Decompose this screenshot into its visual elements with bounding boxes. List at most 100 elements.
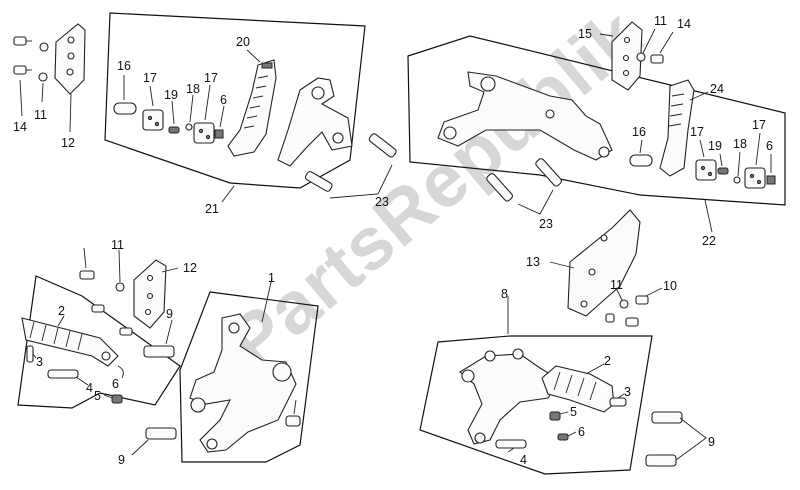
top-right-group bbox=[407, 21, 786, 233]
callout-17-top-right-b: 17 bbox=[752, 118, 766, 132]
callout-18-top-right: 18 bbox=[733, 137, 747, 151]
panel-1 bbox=[179, 291, 319, 463]
screw-14-top-left-b bbox=[13, 65, 32, 75]
clip-6-bottom-right bbox=[557, 431, 577, 441]
callout-9-bottom-left-b: 9 bbox=[118, 453, 125, 467]
screw-14-top-right bbox=[650, 31, 674, 64]
callout-16-top-left: 16 bbox=[117, 59, 131, 73]
bottom-right-group bbox=[419, 209, 707, 475]
callout-20: 20 bbox=[236, 35, 250, 49]
top-left-group bbox=[13, 12, 397, 203]
callout-15: 15 bbox=[578, 27, 592, 41]
bolt-23-passenger-b bbox=[535, 158, 562, 187]
callout-2-bottom-right: 2 bbox=[604, 354, 611, 368]
callout-21: 21 bbox=[205, 202, 219, 216]
pin-16-top-right bbox=[629, 139, 653, 167]
footpeg-2-bottom-right bbox=[541, 363, 615, 413]
bolt-9-bottom-left-b bbox=[131, 427, 177, 456]
callout-9-bottom-left-a: 9 bbox=[166, 307, 173, 321]
callout-17-top-left-a: 17 bbox=[143, 71, 157, 85]
screw-14-bottom-left bbox=[79, 247, 95, 280]
ball-18-top-left bbox=[185, 94, 194, 131]
callout-19-top-right: 19 bbox=[708, 139, 722, 153]
callout-12-top-left: 12 bbox=[61, 136, 75, 150]
footrest-bracket-passenger bbox=[437, 71, 613, 161]
bolt-23-rider-b bbox=[304, 171, 333, 192]
callout-11-top-right: 11 bbox=[654, 14, 667, 28]
pin-7-bottom-left bbox=[285, 399, 301, 427]
spring-5-bottom-left bbox=[103, 394, 123, 404]
callout-24: 24 bbox=[710, 82, 724, 96]
bottom-left-group bbox=[17, 247, 319, 463]
callout-5-bottom-right: 5 bbox=[570, 405, 577, 419]
callout-11-top-left: 11 bbox=[34, 108, 47, 122]
callout-2-bottom-left: 2 bbox=[58, 304, 65, 318]
washer-bottom-right bbox=[605, 313, 615, 323]
callout-11-bottom-right: 11 bbox=[610, 278, 623, 292]
callout-4-bottom-left: 4 bbox=[86, 381, 93, 395]
plate-17-top-left-b bbox=[193, 84, 215, 144]
bolt-23-rider-a bbox=[368, 133, 397, 158]
washer-11-bottom-right bbox=[619, 299, 629, 309]
spring-19-top-left bbox=[168, 100, 180, 134]
pin-4-bottom-left bbox=[47, 369, 89, 386]
bolt-23-passenger-a bbox=[486, 173, 513, 202]
callout-8: 8 bbox=[501, 287, 508, 301]
nut-6-top-left bbox=[214, 105, 225, 139]
panel-22 bbox=[407, 35, 786, 206]
callout-17-top-left-b: 17 bbox=[204, 71, 218, 85]
plate-17-top-left-a bbox=[142, 85, 164, 131]
callout-22: 22 bbox=[702, 234, 716, 248]
washer-11-top-left-b bbox=[38, 72, 48, 82]
pin-16-top-left bbox=[113, 75, 137, 115]
callout-17-top-right-a: 17 bbox=[690, 125, 704, 139]
callout-3-bottom-left: 3 bbox=[36, 355, 43, 369]
callout-13: 13 bbox=[526, 255, 540, 269]
washer-11-top-right bbox=[636, 52, 646, 62]
heel-guard-13 bbox=[567, 209, 641, 317]
callout-11-bottom-left: 11 bbox=[111, 238, 124, 252]
washer-11-top-left-a bbox=[39, 42, 49, 52]
callout-14-top-right: 14 bbox=[677, 17, 691, 31]
callout-4-bottom-right: 4 bbox=[520, 453, 527, 467]
callout-23-rider: 23 bbox=[375, 195, 389, 209]
callout-9-bottom-right: 9 bbox=[708, 435, 715, 449]
callout-6-bottom-right: 6 bbox=[578, 425, 585, 439]
plate-17-top-right-b bbox=[744, 132, 766, 189]
watermark-text: PartsRepublik bbox=[212, 0, 656, 384]
callout-12-bottom-left: 12 bbox=[183, 261, 197, 275]
panel-21 bbox=[104, 12, 366, 189]
footpeg-24-passenger bbox=[659, 79, 709, 177]
bolt-9-bottom-right-b bbox=[645, 454, 677, 467]
screw-bottom-left-a bbox=[91, 304, 105, 313]
nut-6-top-right bbox=[766, 154, 776, 185]
clip-6-bottom-left bbox=[117, 365, 124, 379]
footpeg-2-bottom-left bbox=[21, 315, 119, 367]
callout-6-top-left: 6 bbox=[220, 93, 227, 107]
callout-3-bottom-right: 3 bbox=[624, 385, 631, 399]
footpeg-20-rider bbox=[227, 49, 277, 157]
spring-19-top-right bbox=[717, 153, 729, 175]
bolt-9-bottom-left-a bbox=[143, 319, 175, 358]
callout-10: 10 bbox=[663, 279, 677, 293]
callout-1: 1 bbox=[268, 271, 275, 285]
callout-16-top-right: 16 bbox=[632, 125, 646, 139]
footrest-bracket-rider bbox=[277, 77, 353, 167]
screw-10 bbox=[635, 287, 663, 305]
callout-6-bottom-left: 6 bbox=[112, 377, 119, 391]
pin-3-bottom-left bbox=[26, 345, 37, 363]
callout-18-top-left: 18 bbox=[186, 82, 200, 96]
pin-4-bottom-right bbox=[495, 439, 527, 453]
callout-14-top-left: 14 bbox=[13, 120, 27, 134]
panel-8 bbox=[419, 335, 653, 475]
callout-19-top-left: 19 bbox=[164, 88, 178, 102]
footrest-bracket-8 bbox=[459, 348, 561, 445]
ball-18-top-right bbox=[733, 151, 741, 184]
footrest-bracket-1 bbox=[189, 277, 297, 453]
screw-bottom-right bbox=[625, 317, 639, 327]
pin-3-bottom-right bbox=[609, 393, 627, 407]
screw-14-top-left bbox=[13, 36, 32, 46]
plate-17-top-right-a bbox=[695, 139, 717, 181]
callout-6-top-right: 6 bbox=[766, 139, 773, 153]
